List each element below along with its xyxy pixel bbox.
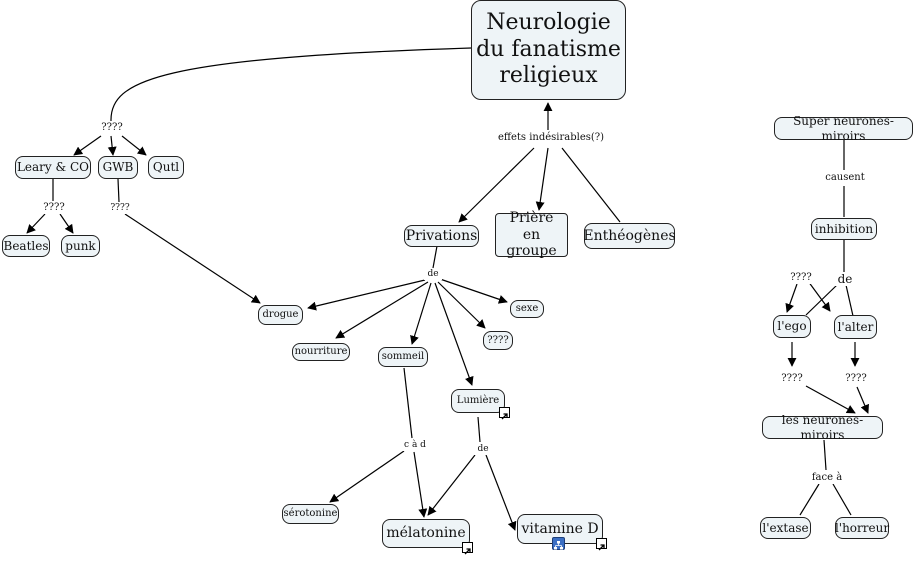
link-label-cad: c à d — [401, 440, 429, 451]
link-neurones-facea — [823, 439, 827, 471]
link-de-q — [437, 281, 486, 329]
link-de-lumiere — [434, 282, 474, 386]
link-facea-horreur — [832, 483, 852, 516]
link-sommeil-cad — [403, 367, 413, 439]
link-label-causent: causent — [819, 172, 871, 184]
link-de-nourriture — [335, 281, 429, 339]
link-de-drogue — [307, 279, 426, 311]
link-q-neurones-right — [856, 386, 869, 414]
shortcut-arrow-icon[interactable] — [596, 538, 607, 551]
node-horreur[interactable]: l'horreur — [835, 517, 889, 539]
link-q-punk — [59, 213, 74, 234]
link-label-q-root: ???? — [97, 122, 127, 134]
node-nourriture[interactable]: nourriture — [292, 343, 350, 361]
link-q-beatles — [26, 213, 46, 234]
node-leary[interactable]: Leary & CO — [15, 156, 91, 179]
link-de-sommeil — [410, 282, 432, 345]
node-serotonine[interactable]: sérotonine — [282, 504, 339, 524]
link-label-de-inhib: de — [835, 272, 855, 286]
node-inhibition[interactable]: inhibition — [811, 218, 877, 240]
node-gwb[interactable]: GWB — [98, 156, 138, 179]
link-de-sexe — [439, 278, 508, 304]
concept-map-icon[interactable] — [552, 537, 565, 550]
node-priere[interactable]: Prière en groupe — [495, 210, 568, 259]
link-label-q-alter: ???? — [841, 373, 871, 385]
link-label-de-lumiere: de — [474, 444, 492, 455]
node-q-privations[interactable]: ???? — [483, 331, 513, 350]
node-extase[interactable]: l'extase — [760, 517, 811, 539]
link-q-leary — [73, 135, 102, 156]
link-q-alter — [807, 280, 831, 312]
node-privations[interactable]: Privations — [404, 225, 479, 247]
link-q-drogue — [124, 213, 261, 304]
node-root[interactable]: Neurologie du fanatisme religieux — [471, 0, 626, 100]
link-entheogenes-effets — [561, 147, 621, 223]
link-q-gwb — [107, 135, 117, 156]
node-lumiere[interactable]: Lumière — [451, 389, 505, 413]
link-cad-serotonine — [329, 450, 405, 503]
link-q-ego — [785, 283, 798, 313]
node-alter[interactable]: l'alter — [834, 315, 877, 339]
node-neurones-miroirs[interactable]: les neurones-miroirs — [762, 413, 883, 442]
link-gwb-q — [117, 178, 120, 203]
shortcut-arrow-icon[interactable] — [462, 542, 473, 555]
link-label-q-gwb: ???? — [108, 203, 132, 214]
link-effets-privations — [458, 147, 535, 223]
link-label-face-a: face à — [806, 472, 848, 484]
link-effets-priere — [535, 147, 549, 211]
link-root-q — [110, 47, 472, 122]
link-de-vitamine — [485, 454, 517, 531]
link-q-neurones-left — [805, 385, 856, 414]
link-label-q-ego: ???? — [777, 373, 807, 385]
link-privations-de — [432, 245, 438, 269]
node-super-neurones[interactable]: Super neurones-miroirs — [774, 114, 913, 143]
link-facea-extase — [799, 483, 820, 516]
node-melatonine[interactable]: mélatonine — [382, 519, 470, 548]
link-de-melatonine — [427, 454, 476, 516]
node-beatles[interactable]: Beatles — [2, 235, 50, 257]
link-label-effets: effets indésirables(?) — [494, 132, 608, 144]
link-cad-melatonine — [413, 451, 428, 518]
link-label-q-inhib: ???? — [786, 272, 816, 284]
node-entheogenes[interactable]: Enthéogènes — [583, 223, 676, 249]
node-sommeil[interactable]: sommeil — [378, 347, 428, 367]
node-qutl[interactable]: Qutl — [148, 156, 184, 179]
link-de-alter — [845, 284, 854, 317]
node-punk[interactable]: punk — [61, 235, 100, 257]
node-ego[interactable]: l'ego — [773, 315, 811, 338]
link-label-q-leary: ???? — [39, 202, 69, 214]
link-lumiere-de — [477, 416, 481, 443]
link-q-qutl — [121, 135, 147, 156]
link-label-de-privations: de — [424, 269, 442, 280]
shortcut-arrow-icon[interactable] — [499, 407, 510, 420]
node-sexe[interactable]: sexe — [510, 300, 544, 318]
node-drogue[interactable]: drogue — [258, 305, 303, 325]
